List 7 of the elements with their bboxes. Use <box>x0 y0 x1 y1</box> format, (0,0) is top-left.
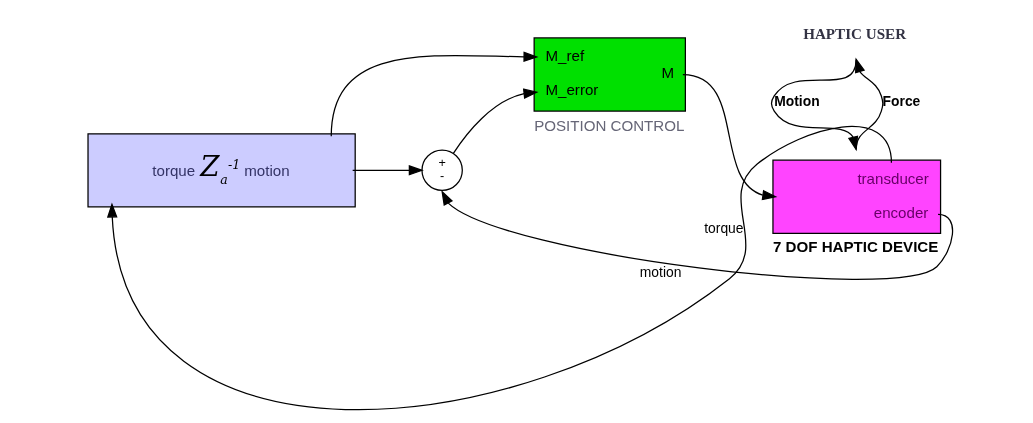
node-label: 7 DOF HAPTIC DEVICE <box>772 237 939 255</box>
node-label: POSITION CONTROL <box>534 116 685 134</box>
edge-label: Force <box>882 92 921 109</box>
edge-label: torque <box>704 219 744 236</box>
edge-label: motion <box>639 263 682 280</box>
node-text: HAPTIC USER <box>803 25 907 42</box>
edge-label: Motion <box>774 92 820 109</box>
